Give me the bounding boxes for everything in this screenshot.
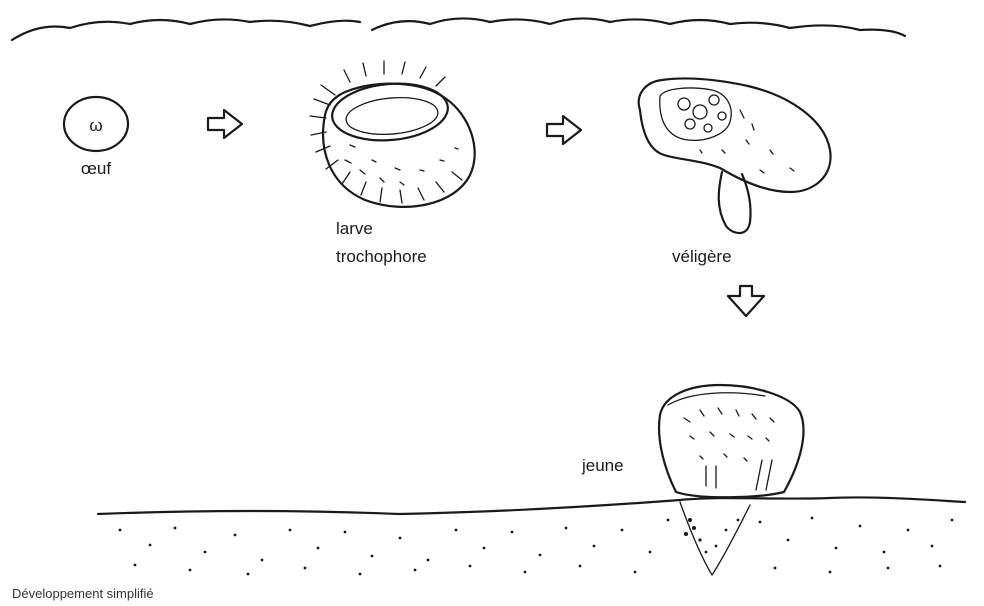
trochophore-larva: larve trochophore: [310, 61, 475, 266]
water-surface-line: [12, 18, 905, 40]
trochophore-ciliary-band: [330, 79, 450, 145]
sediment-dots: [119, 517, 954, 576]
diagram-caption: Développement simplifié: [12, 586, 154, 601]
trochophore-body: [323, 84, 475, 207]
veliger-shell-texture: [700, 110, 794, 173]
veliger-inner-shell: [660, 88, 731, 140]
veliger-shell: [639, 78, 831, 192]
trochophore-label-line2: trochophore: [336, 247, 427, 266]
juvenile-shell: [659, 385, 803, 497]
arrow-veliger-to-juvenile: [728, 286, 764, 316]
egg-stage: ω œuf: [64, 97, 128, 178]
veliger-label: véligère: [672, 247, 732, 266]
arrow-egg-to-trochophore: [208, 110, 242, 138]
sea-floor-line: [98, 497, 965, 514]
egg-label: œuf: [81, 159, 112, 178]
veliger-foot: [719, 172, 751, 233]
trochophore-texture: [345, 145, 458, 185]
burrow-outline: [680, 502, 750, 575]
juvenile-label: jeune: [581, 456, 624, 475]
veliger-larva: véligère: [639, 78, 831, 266]
trochophore-cilia: [310, 61, 462, 203]
juvenile-hinge: [668, 393, 765, 405]
veliger-velum-texture: [678, 95, 726, 132]
egg-symbol: ω: [89, 116, 102, 135]
juvenile-shell-markings: [684, 408, 774, 490]
trochophore-label-line1: larve: [336, 219, 373, 238]
juvenile-bivalve: jeune: [581, 385, 803, 497]
sea-floor: [98, 497, 965, 575]
arrow-trochophore-to-veliger: [547, 116, 581, 144]
